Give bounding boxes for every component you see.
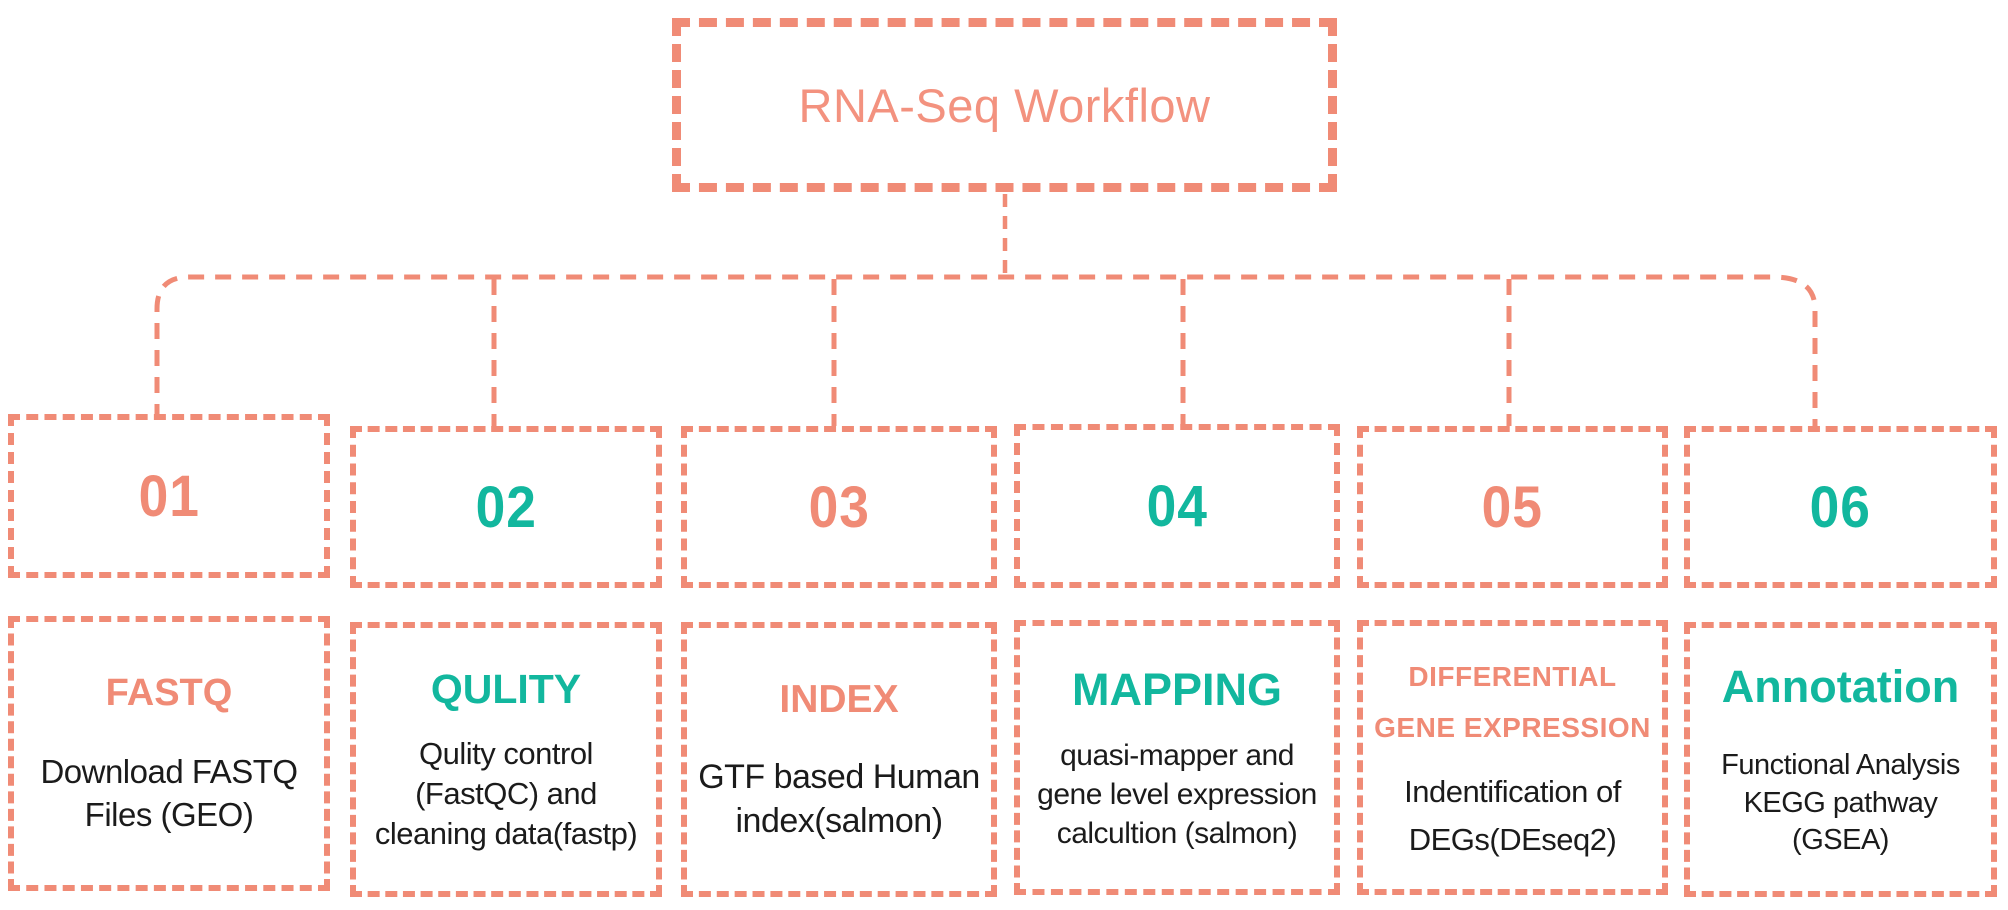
step-detail-box: QULITY Qulity control (FastQC) and clean… [350, 622, 662, 897]
step-detail-box: DIFFERENTIAL GENE EXPRESSION Indentifica… [1357, 620, 1668, 895]
step-05-column: 05 DIFFERENTIAL GENE EXPRESSION Indentif… [1357, 0, 1668, 910]
step-number-box: 03 [681, 426, 997, 588]
step-body: Qulity control (FastQC) and cleaning dat… [374, 735, 638, 852]
step-heading: MAPPING [1071, 663, 1282, 715]
step-body: GTF based Human index(salmon) [698, 757, 980, 840]
step-heading: QULITY [430, 666, 582, 713]
step-body: Functional Analysis KEGG pathway (GSEA) [1721, 749, 1960, 857]
step-number: 01 [138, 463, 200, 529]
step-detail-box: Annotation Functional Analysis KEGG path… [1684, 622, 1997, 897]
workflow-title: RNA-Seq Workflow [798, 78, 1211, 132]
step-number: 03 [808, 474, 870, 540]
step-number: 05 [1481, 474, 1544, 540]
step-number: 06 [1809, 474, 1872, 540]
step-detail-box: INDEX GTF based Human index(salmon) [681, 622, 997, 897]
step-body: Indentification of DEGs(DEseq2) [1404, 774, 1621, 858]
step-02-column: 02 QULITY Qulity control (FastQC) and cl… [350, 0, 662, 910]
step-number-box: 05 [1357, 426, 1668, 588]
step-01-column: 01 FASTQ Download FASTQ Files (GEO) [8, 0, 330, 910]
step-number-box: 04 [1014, 424, 1340, 588]
step-number: 04 [1146, 473, 1208, 539]
step-heading: DIFFERENTIAL GENE EXPRESSION [1374, 660, 1651, 744]
step-number: 02 [475, 474, 537, 540]
step-body: quasi-mapper and gene level expression c… [1037, 739, 1317, 851]
step-heading: INDEX [779, 677, 899, 721]
step-detail-box: MAPPING quasi-mapper and gene level expr… [1014, 620, 1340, 895]
step-number-box: 06 [1684, 426, 1997, 588]
step-06-column: 06 Annotation Functional Analysis KEGG p… [1684, 0, 1997, 910]
step-detail-box: FASTQ Download FASTQ Files (GEO) [8, 616, 330, 891]
step-04-column: 04 MAPPING quasi-mapper and gene level e… [1014, 0, 1340, 910]
step-body: Download FASTQ Files (GEO) [40, 753, 298, 834]
step-number-box: 02 [350, 426, 662, 588]
workflow-title-box: RNA-Seq Workflow [672, 18, 1337, 192]
step-heading: Annotation [1721, 660, 1960, 712]
step-03-column: 03 INDEX GTF based Human index(salmon) [681, 0, 997, 910]
step-number-box: 01 [8, 414, 330, 578]
step-heading: FASTQ [105, 671, 233, 714]
